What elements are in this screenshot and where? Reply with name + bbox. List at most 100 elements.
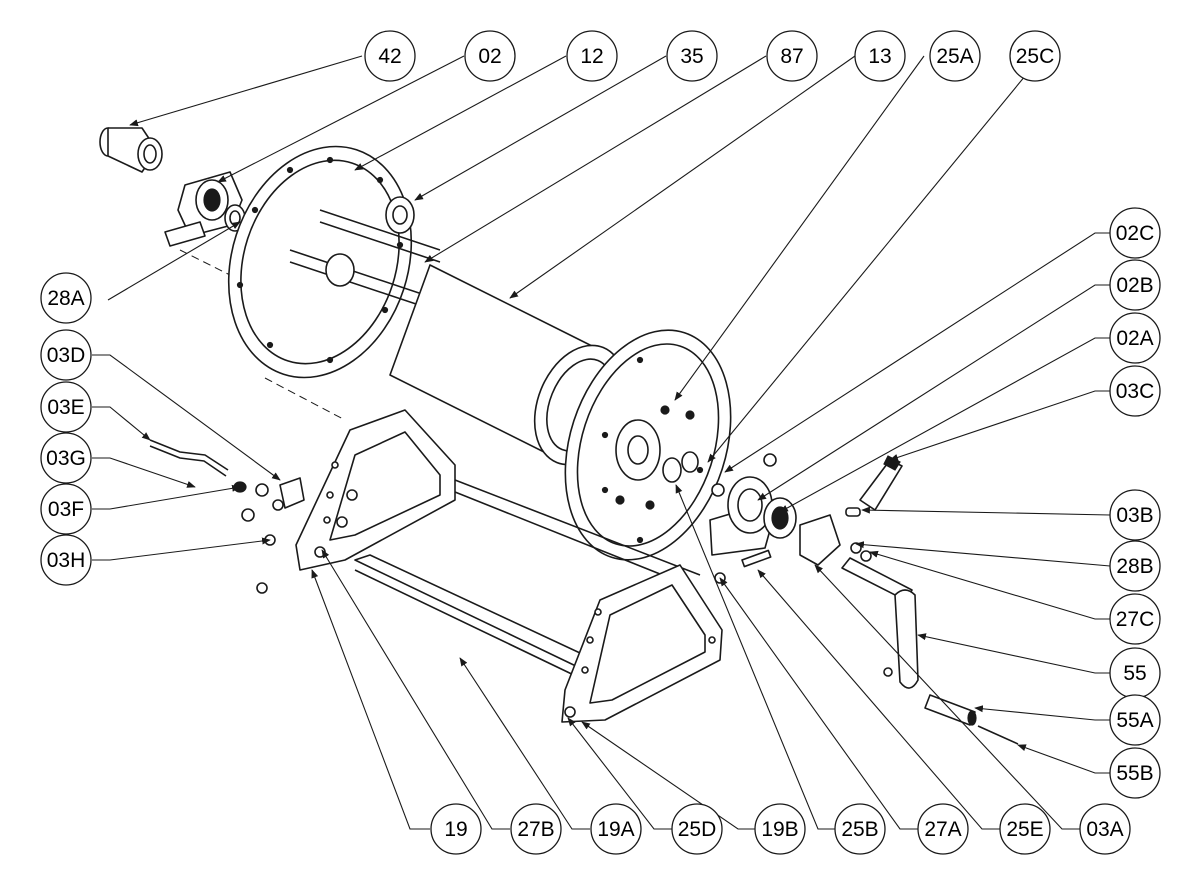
callout-55: 55 — [1109, 647, 1161, 699]
callout-label: 55A — [1116, 709, 1153, 732]
callout-03a: 03A — [1079, 803, 1131, 855]
callout-label: 02B — [1116, 274, 1153, 297]
callout-25b: 25B — [834, 803, 886, 855]
callout-label: 55B — [1116, 762, 1153, 785]
callout-label: 55 — [1123, 662, 1146, 685]
callout-circle — [766, 30, 818, 82]
callout-02a: 02A — [1109, 312, 1161, 364]
callout-circle — [1079, 803, 1131, 855]
callout-label: 03F — [48, 498, 84, 521]
callout-label: 03B — [1116, 504, 1153, 527]
callout-27a: 27A — [917, 803, 969, 855]
callout-25d: 25D — [671, 803, 723, 855]
callout-55a: 55A — [1109, 694, 1161, 746]
callout-circle — [999, 803, 1051, 855]
callout-label: 03C — [1116, 380, 1155, 403]
callout-circle — [464, 30, 516, 82]
callout-circle — [854, 30, 906, 82]
callout-label: 87 — [780, 45, 803, 68]
callout-55b: 55B — [1109, 747, 1161, 799]
callout-label: 27A — [924, 818, 961, 841]
callout-label: 27C — [1116, 608, 1155, 631]
callout-12: 12 — [566, 30, 618, 82]
callout-label: 02C — [1116, 222, 1155, 245]
callout-circle — [40, 534, 92, 586]
callout-label: 35 — [680, 45, 703, 68]
callout-circle — [40, 272, 92, 324]
callout-03d: 03D — [40, 329, 92, 381]
right-stand-part — [561, 564, 723, 723]
callout-02: 02 — [464, 30, 516, 82]
callout-circle — [566, 30, 618, 82]
callout-03b: 03B — [1109, 489, 1161, 541]
callout-label: 03E — [47, 396, 84, 419]
callout-19a: 19A — [590, 803, 642, 855]
callout-25a: 25A — [929, 30, 981, 82]
callout-label: 02A — [1116, 327, 1153, 350]
callout-label: 25D — [678, 818, 717, 841]
callout-02b: 02B — [1109, 259, 1161, 311]
callout-circle — [1109, 259, 1161, 311]
callout-02c: 02C — [1109, 207, 1161, 259]
left-stand-part — [295, 409, 456, 571]
swivel-joint-part — [99, 127, 163, 173]
callout-label: 03A — [1086, 818, 1123, 841]
callout-circle — [917, 803, 969, 855]
callout-circle — [671, 803, 723, 855]
callout-label: 25A — [936, 45, 973, 68]
callout-42: 42 — [364, 30, 416, 82]
callout-circle — [929, 30, 981, 82]
callout-label: 42 — [378, 45, 401, 68]
callout-circle — [1109, 365, 1161, 417]
callout-label: 27B — [517, 818, 554, 841]
tie-rods-part — [289, 196, 441, 313]
left-flange-part — [227, 145, 413, 379]
assembly-drawing — [99, 127, 1019, 745]
callout-circle — [40, 381, 92, 433]
callout-label: 03D — [47, 344, 86, 367]
callout-label: 25C — [1016, 45, 1055, 68]
callout-circle — [1109, 489, 1161, 541]
right-bearing-part — [709, 453, 841, 584]
callout-circle — [1109, 694, 1161, 746]
callout-label: 13 — [868, 45, 891, 68]
callout-03e: 03E — [40, 381, 92, 433]
base-rails-part — [354, 479, 701, 679]
callout-circle — [1109, 593, 1161, 645]
callout-circle — [40, 329, 92, 381]
callout-circle — [590, 803, 642, 855]
callout-label: 12 — [580, 45, 603, 68]
left-bearing-part — [164, 171, 246, 247]
callout-label: 19B — [761, 818, 798, 841]
callout-circle — [1109, 747, 1161, 799]
callout-circle — [834, 803, 886, 855]
callout-circle — [1109, 207, 1161, 259]
callout-circle — [40, 483, 92, 535]
callout-03h: 03H — [40, 534, 92, 586]
callout-label: 03G — [46, 447, 86, 470]
callout-label: 25E — [1006, 818, 1043, 841]
callout-circle — [666, 30, 718, 82]
callout-circle — [1009, 30, 1061, 82]
callout-28b: 28B — [1109, 540, 1161, 592]
callout-19: 19 — [430, 803, 482, 855]
callout-03g: 03G — [40, 432, 92, 484]
callout-13: 13 — [854, 30, 906, 82]
callout-27c: 27C — [1109, 593, 1161, 645]
callout-label: 28A — [47, 287, 84, 310]
callout-circle — [510, 803, 562, 855]
callout-label: 19 — [444, 818, 467, 841]
callout-label: 02 — [478, 45, 501, 68]
callout-label: 25B — [841, 818, 878, 841]
callout-label: 19A — [597, 818, 634, 841]
callout-03c: 03C — [1109, 365, 1161, 417]
callout-circle — [1109, 312, 1161, 364]
callout-25e: 25E — [999, 803, 1051, 855]
right-flange-part — [564, 329, 732, 561]
callout-bubbles: 42 02 12 35 87 13 25A 25C 28A 03D 03E 03G 03F 03H 02C 0… — [40, 30, 1161, 855]
callout-circle — [1109, 540, 1161, 592]
callout-35: 35 — [666, 30, 718, 82]
callout-28a: 28A — [40, 272, 92, 324]
callout-87: 87 — [766, 30, 818, 82]
